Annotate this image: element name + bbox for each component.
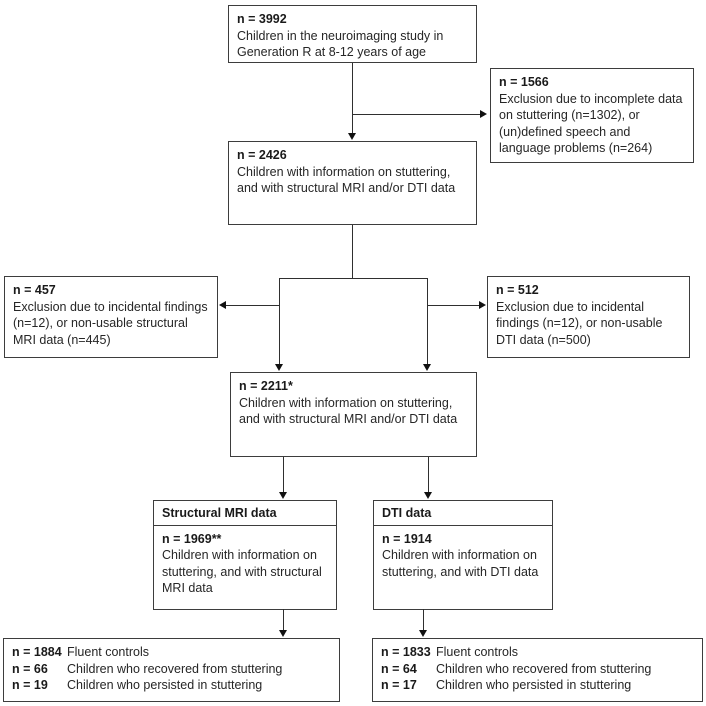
arrowhead-right-icon [480,109,487,118]
connector-top-to-2426 [352,63,354,135]
n-value: n = 1884 [12,645,62,659]
outcome-label: Children who recovered from stuttering [436,661,652,676]
box-text: Exclusion due to incomplete data on stut… [499,91,683,156]
box-dti-branch-header: DTI data [373,500,553,526]
box-dti-outcomes: n = 1833 Fluent controls n = 64 Children… [372,638,703,702]
arrowhead-down-icon [419,630,427,637]
connector-split-right-to-2211 [427,278,429,366]
connector-mri-to-outcomes [283,609,285,631]
connector-split-left-to-2211 [279,278,281,366]
n-value: n = 66 [12,661,48,676]
n-value: n = 1969** [162,531,222,546]
outcome-label: Children who persisted in stuttering [436,678,632,692]
n-value: n = 17 [381,678,417,692]
n-value: n = 512 [496,283,539,297]
connector-to-exclusion-incomplete [352,114,481,116]
arrowhead-down-icon [279,492,287,499]
box-exclusion-incomplete-data: n = 1566 Exclusion due to incomplete dat… [490,68,694,163]
n-value: n = 1566 [499,75,549,89]
n-value: n = 457 [13,283,56,297]
outcome-row: n = 17 Children who persisted in stutter… [381,677,694,694]
outcome-label: Fluent controls [436,645,518,659]
n-value: n = 2211* [239,379,293,393]
box-exclusion-structural-mri: n = 457 Exclusion due to incidental find… [4,276,218,358]
box-text: Children with information on stuttering,… [162,548,322,596]
connector-2211-to-dti [428,457,430,493]
box-text: Children with information on stuttering,… [239,395,458,427]
box-eligible-2211: n = 2211* Children with information on s… [230,372,477,457]
box-eligible-2426: n = 2426 Children with information on st… [228,141,477,225]
arrowhead-right-icon [479,300,486,309]
n-value: n = 64 [381,661,417,676]
connector-to-exclusion-dti [427,305,480,307]
box-text: Exclusion due to incidental findings (n=… [496,299,663,347]
box-text: Children with information on stuttering,… [382,548,539,579]
n-value: n = 19 [12,678,48,692]
box-mri-outcomes: n = 1884 Fluent controls n = 66 Children… [3,638,340,702]
connector-2211-to-mri [283,457,285,493]
branch-title: DTI data [382,506,432,520]
box-mri-branch-header: Structural MRI data [153,500,337,526]
box-text: Children in the neuroimaging study in Ge… [237,28,444,60]
box-exclusion-dti: n = 512 Exclusion due to incidental find… [487,276,690,358]
n-value: n = 3992 [237,12,287,26]
outcome-label: Children who persisted in stuttering [67,678,263,692]
n-value: n = 1833 [381,645,431,659]
box-text: Children with information on stuttering,… [237,164,456,196]
outcome-row: n = 19 Children who persisted in stutter… [12,677,331,694]
box-dti-branch: n = 1914 Children with information on st… [373,524,553,610]
outcome-row: n = 1833 Fluent controls [381,644,694,661]
arrowhead-down-icon [423,364,431,371]
box-text: Exclusion due to incidental findings (n=… [13,299,208,347]
split-bracket [279,278,428,280]
arrowhead-down-icon [348,133,356,140]
outcome-row: n = 66 Children who recovered from stutt… [12,661,331,678]
outcome-label: Fluent controls [67,645,149,659]
outcome-label: Children who recovered from stuttering [67,661,283,676]
arrowhead-left-icon [219,300,226,309]
n-value: n = 1914 [382,531,432,546]
arrowhead-down-icon [424,492,432,499]
arrowhead-down-icon [279,630,287,637]
connector-to-exclusion-mri [226,305,280,307]
arrowhead-down-icon [275,364,283,371]
n-value: n = 2426 [237,148,287,162]
box-mri-branch: n = 1969** Children with information on … [153,524,337,610]
outcome-row: n = 64 Children who recovered from stutt… [381,661,694,678]
branch-title: Structural MRI data [162,506,277,520]
connector-2426-to-split [352,225,354,279]
connector-dti-to-outcomes [423,609,425,631]
outcome-row: n = 1884 Fluent controls [12,644,331,661]
box-study-population: n = 3992 Children in the neuroimaging st… [228,5,477,63]
